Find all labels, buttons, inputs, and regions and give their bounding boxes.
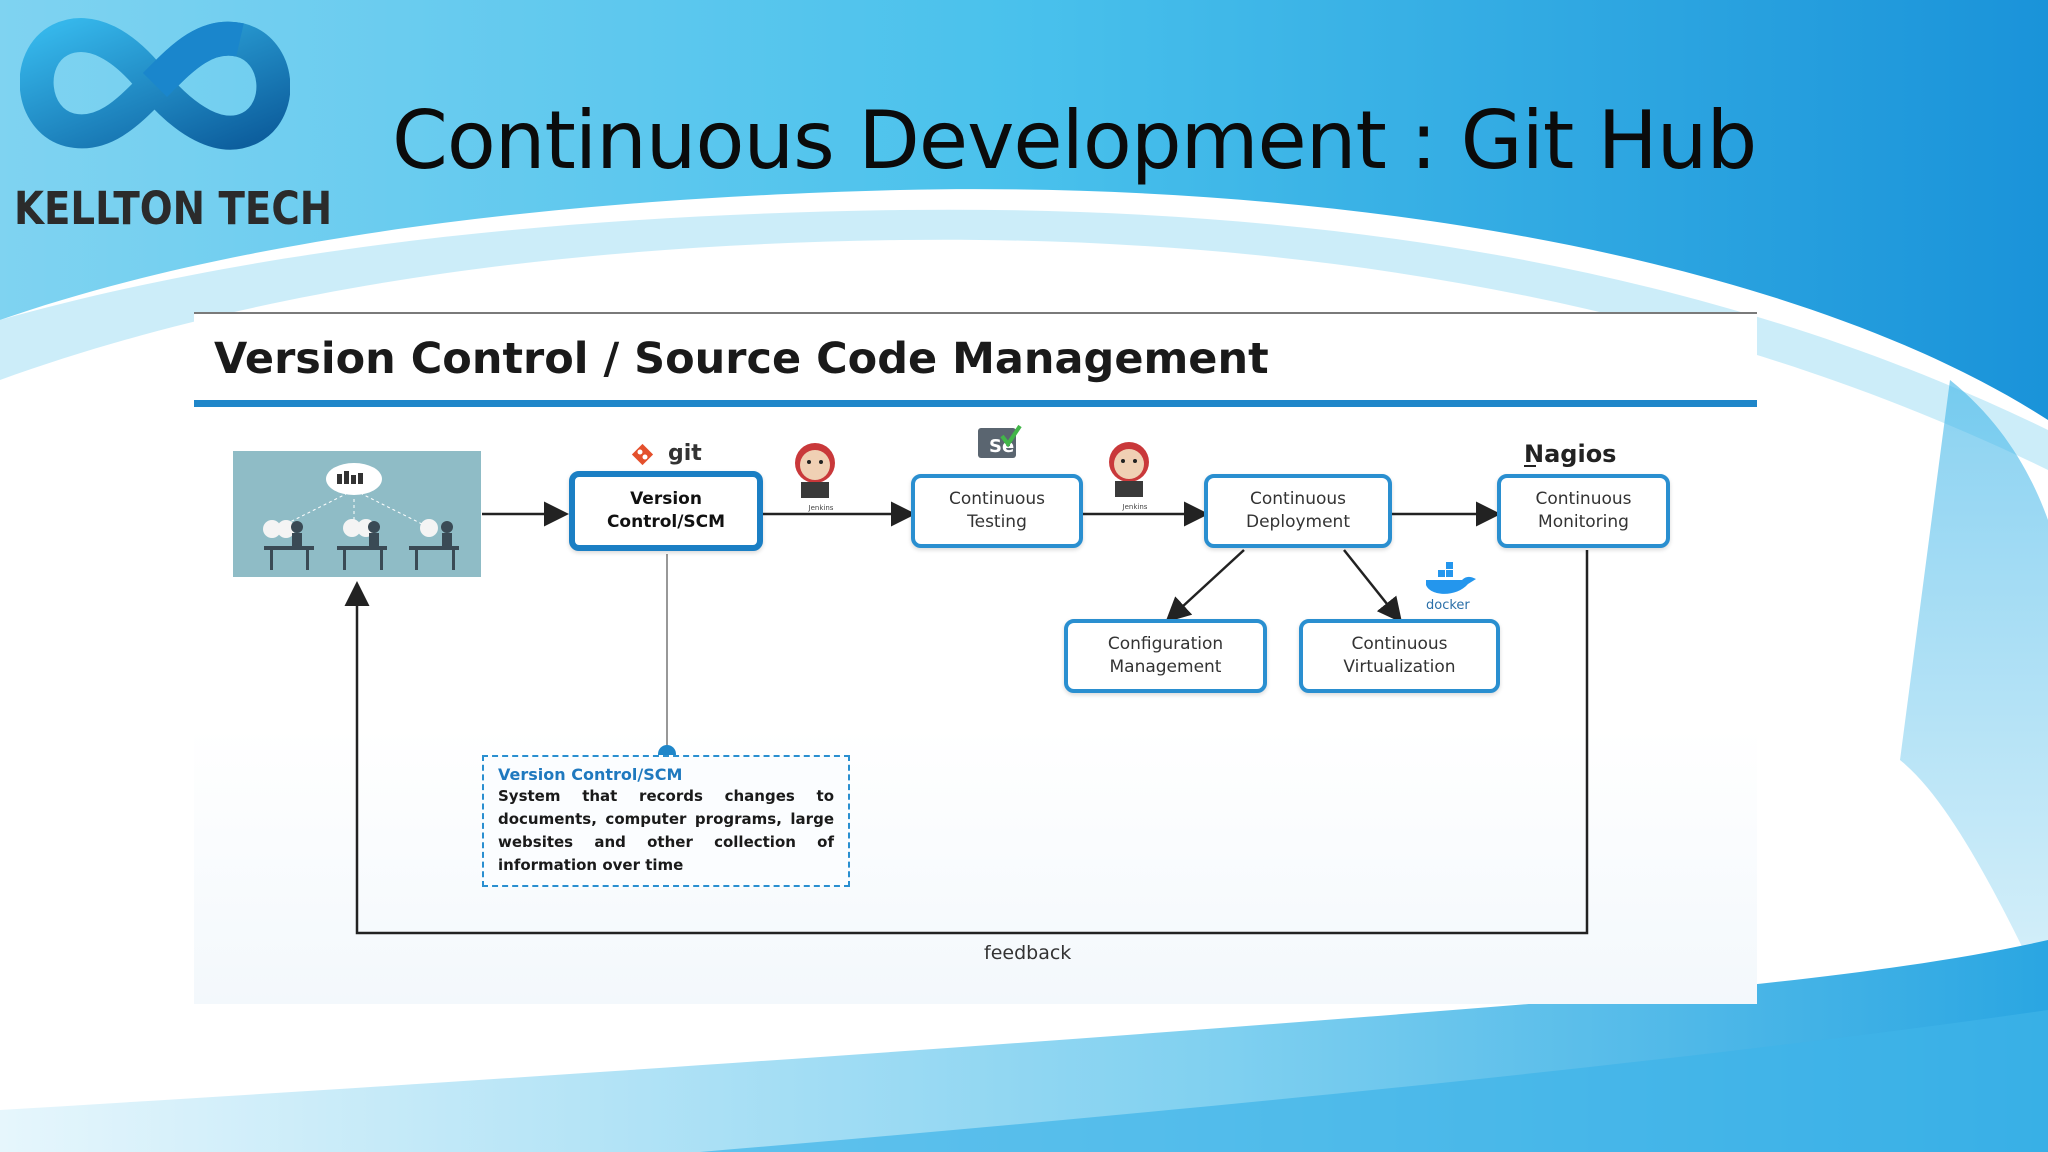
node-configuration-management: Configuration Management xyxy=(1064,619,1267,693)
svg-text:Jenkins: Jenkins xyxy=(1122,503,1148,511)
git-label: git xyxy=(668,441,702,466)
node-continuous-testing: Continuous Testing xyxy=(911,474,1083,548)
docker-label: docker xyxy=(1426,598,1470,613)
docker-icon xyxy=(1426,562,1476,594)
note-title: Version Control/SCM xyxy=(498,765,683,784)
workflow-diagram: Jenkins Se Jenkins xyxy=(233,424,1589,935)
node-continuous-monitoring: Continuous Monitoring xyxy=(1497,474,1670,548)
vcs-definition-note: Version Control/SCM System that records … xyxy=(482,755,850,887)
company-logo: KELLTON TECH xyxy=(10,10,332,235)
svg-text:Jenkins: Jenkins xyxy=(808,504,834,512)
note-body: System that records changes to documents… xyxy=(498,787,834,874)
flow-connectors xyxy=(344,501,1589,935)
panel-title: Version Control / Source Code Management xyxy=(214,334,1269,384)
diagram-panel: Version Control / Source Code Management xyxy=(194,312,1757,1004)
node-version-control: Version Control/SCM xyxy=(569,471,763,551)
nagios-label: Nagios xyxy=(1524,440,1617,468)
developers-team-image xyxy=(233,451,481,577)
git-icon xyxy=(631,443,654,466)
logo-text: KELLTON TECH xyxy=(14,182,333,235)
jenkins-icon-deployment: Jenkins xyxy=(1109,442,1149,511)
jenkins-icon: Jenkins xyxy=(795,443,835,512)
feedback-label: feedback xyxy=(984,942,1072,964)
selenium-icon: Se xyxy=(978,424,1022,458)
infinity-logo-icon xyxy=(20,18,290,150)
slide-title: Continuous Development : Git Hub xyxy=(392,94,1757,187)
node-continuous-deployment: Continuous Deployment xyxy=(1204,474,1392,548)
title-underline xyxy=(194,400,1757,407)
node-continuous-virtualization: Continuous Virtualization xyxy=(1299,619,1500,693)
